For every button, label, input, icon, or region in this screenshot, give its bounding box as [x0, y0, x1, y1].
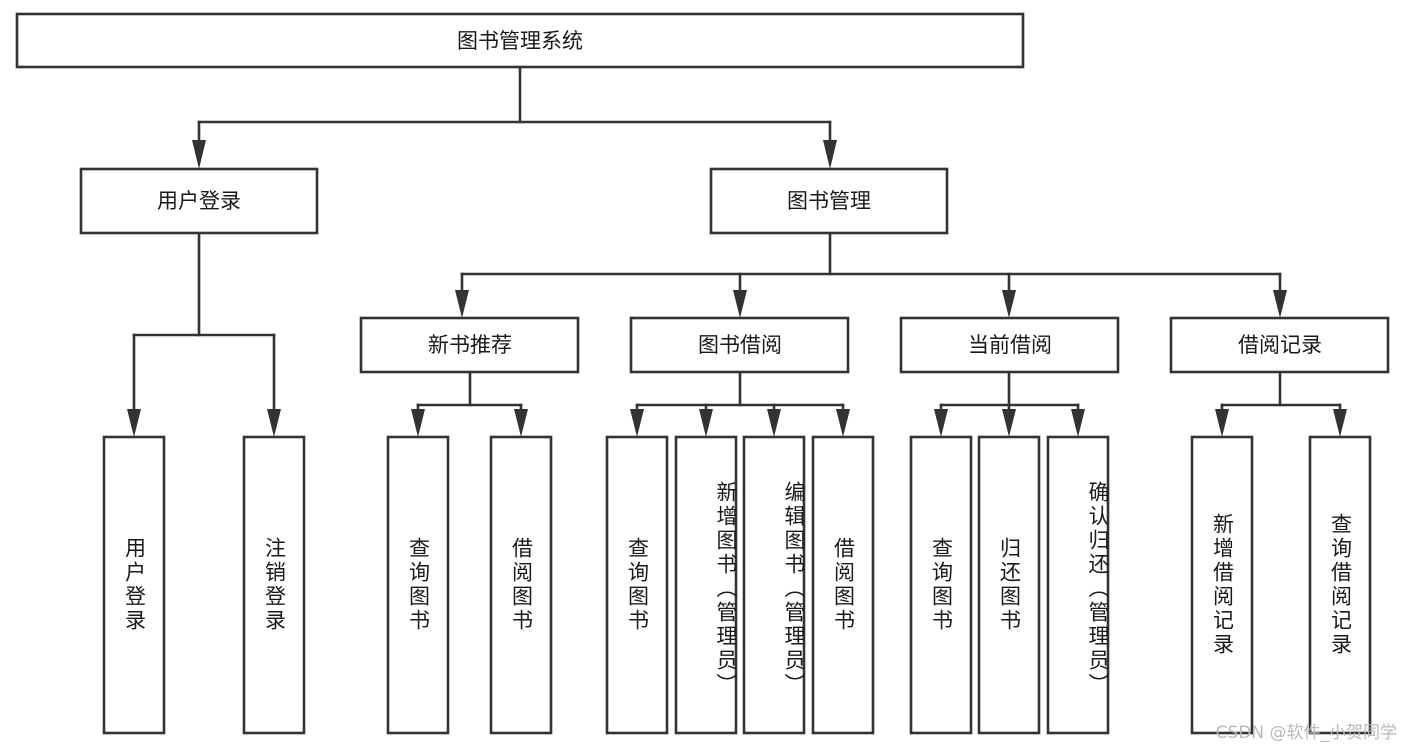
arrow-head-user-login	[192, 140, 206, 169]
arrow-head-cb-leaf3	[1071, 409, 1085, 437]
leaf-node-confirm-return-box[interactable]	[1046, 435, 1110, 735]
node-current-borrow-label: 当前借阅	[968, 333, 1052, 357]
arrow-head-leaf-logout	[267, 409, 281, 437]
connector-group-current-borrow	[934, 370, 1085, 437]
connector-group-book-borrow	[630, 370, 850, 437]
node-user-login[interactable]: 用户登录	[79, 167, 319, 235]
node-user-login-label: 用户登录	[157, 189, 241, 213]
leaf-boxes-current-borrow	[909, 435, 1110, 735]
node-borrow-records-label: 借阅记录	[1238, 333, 1322, 357]
node-book-management[interactable]: 图书管理	[709, 167, 949, 235]
leaf-node-borrow-book-2-box[interactable]	[811, 435, 875, 735]
arrow-head-borrow-records	[1273, 290, 1287, 318]
arrow-head-bb-leaf2	[699, 409, 713, 437]
connector-group-borrow-records	[1215, 370, 1347, 437]
node-new-book-recommend[interactable]: 新书推荐	[359, 316, 580, 374]
leaf-node-logout-box[interactable]	[242, 435, 306, 735]
leaf-node-borrow-book-1-box[interactable]	[489, 435, 553, 735]
node-new-book-recommend-box[interactable]	[359, 316, 580, 374]
arrow-head-br-leaf1	[1215, 409, 1229, 437]
leaf-node-add-record-box[interactable]	[1190, 435, 1254, 735]
node-book-borrow-label: 图书借阅	[698, 333, 782, 357]
arrow-head-nbr-leaf2	[514, 409, 528, 437]
node-root-system[interactable]: 图书管理系统	[15, 12, 1025, 69]
node-current-borrow-box[interactable]	[899, 316, 1120, 374]
arrow-head-bb-leaf3	[767, 409, 781, 437]
node-user-login-box[interactable]	[79, 167, 319, 235]
leaf-node-query-book-3-box[interactable]	[909, 435, 973, 735]
node-book-management-label: 图书管理	[787, 189, 871, 213]
leaf-node-return-book-box[interactable]	[977, 435, 1041, 735]
watermark-text: CSDN @软件_小贺同学	[1215, 723, 1397, 743]
node-book-management-box[interactable]	[709, 167, 949, 235]
arrow-head-book-mgmt	[823, 140, 837, 169]
leaf-boxes-book-borrow	[605, 435, 875, 735]
node-root-system-label: 图书管理系统	[457, 29, 583, 53]
node-new-book-recommend-label: 新书推荐	[428, 333, 512, 357]
arrow-head-leaf-user-login	[127, 409, 141, 437]
connector-group-book-mgmt	[455, 231, 1287, 318]
leaf-boxes-user-login	[102, 435, 306, 735]
node-borrow-records-box[interactable]	[1169, 316, 1390, 374]
node-book-borrow-box[interactable]	[629, 316, 850, 374]
connector-group-root	[192, 65, 837, 169]
leaf-node-query-book-1-box[interactable]	[386, 435, 450, 735]
leaf-node-user-login-box[interactable]	[102, 435, 166, 735]
arrow-head-current-borrow	[1002, 290, 1016, 318]
node-borrow-records[interactable]: 借阅记录	[1169, 316, 1390, 374]
arrow-head-bb-leaf1	[630, 409, 644, 437]
leaf-node-query-book-2-box[interactable]	[605, 435, 669, 735]
node-current-borrow[interactable]: 当前借阅	[899, 316, 1120, 374]
arrow-head-book-borrow	[733, 290, 747, 318]
connector-group-new-book-recommend	[411, 370, 528, 437]
node-root-system-box[interactable]	[15, 12, 1025, 69]
leaf-node-query-record-box[interactable]	[1308, 435, 1372, 735]
leaf-boxes-new-book-recommend	[386, 435, 553, 735]
arrow-head-nbr-leaf1	[411, 409, 425, 437]
arrow-head-new-book-recommend	[455, 290, 469, 318]
arrow-head-cb-leaf1	[934, 409, 948, 437]
arrow-head-br-leaf2	[1333, 409, 1347, 437]
leaf-node-edit-book-box[interactable]	[742, 435, 806, 735]
leaf-boxes-borrow-records	[1190, 435, 1372, 735]
connector-group-user-login	[127, 231, 281, 437]
leaf-node-add-book-box[interactable]	[674, 435, 738, 735]
arrow-head-cb-leaf2	[1002, 409, 1016, 437]
arrow-head-bb-leaf4	[836, 409, 850, 437]
node-book-borrow[interactable]: 图书借阅	[629, 316, 850, 374]
